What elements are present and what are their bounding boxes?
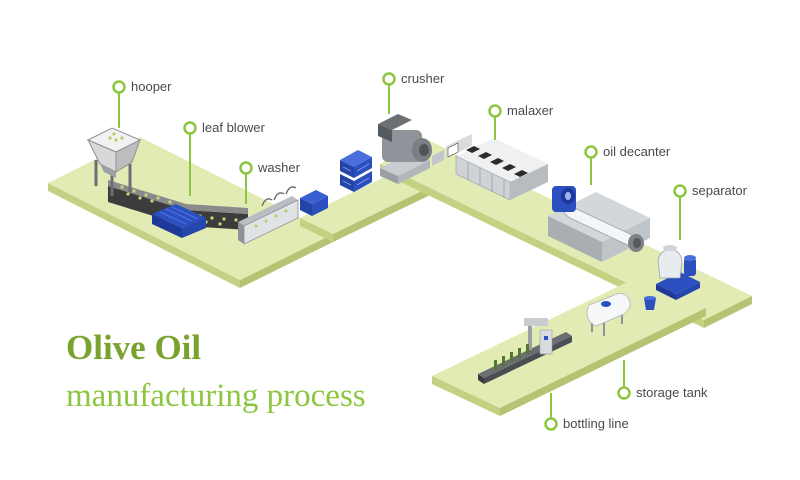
- crusher-icon: [378, 114, 444, 184]
- malaxer-icon: [446, 134, 548, 201]
- label-bottling-line: bottling line: [563, 416, 629, 431]
- separator-icon: [644, 245, 700, 310]
- title-main: Olive Oil: [66, 328, 202, 367]
- marker-separator: [673, 184, 687, 198]
- storage-tank-icon: [586, 293, 631, 336]
- olive-crates-icon: [340, 150, 372, 192]
- label-oil-decanter: oil decanter: [603, 144, 671, 159]
- decanter-icon: [548, 186, 650, 262]
- hopper-icon: [86, 127, 142, 196]
- label-leaf-blower: leaf blower: [202, 120, 265, 135]
- label-malaxer: malaxer: [507, 103, 554, 118]
- marker-hooper: [112, 80, 126, 94]
- washer-icon: [238, 186, 328, 245]
- marker-crusher: [382, 72, 396, 86]
- leaf-blower-icon: [152, 204, 206, 238]
- marker-oil-decanter: [584, 145, 598, 159]
- marker-storage-tank: [617, 386, 631, 400]
- label-crusher: crusher: [401, 71, 445, 86]
- label-separator: separator: [692, 183, 747, 198]
- marker-bottling-line: [544, 417, 558, 431]
- label-markers: [112, 72, 687, 431]
- title-sub: manufacturing process: [66, 378, 366, 414]
- bottling-line-icon: [478, 318, 572, 384]
- leader-lines: [118, 85, 681, 418]
- marker-leaf-blower: [183, 121, 197, 135]
- label-washer: washer: [258, 160, 300, 175]
- label-hooper: hooper: [131, 79, 172, 94]
- label-storage-tank: storage tank: [636, 385, 708, 400]
- marker-washer: [239, 161, 253, 175]
- marker-malaxer: [488, 104, 502, 118]
